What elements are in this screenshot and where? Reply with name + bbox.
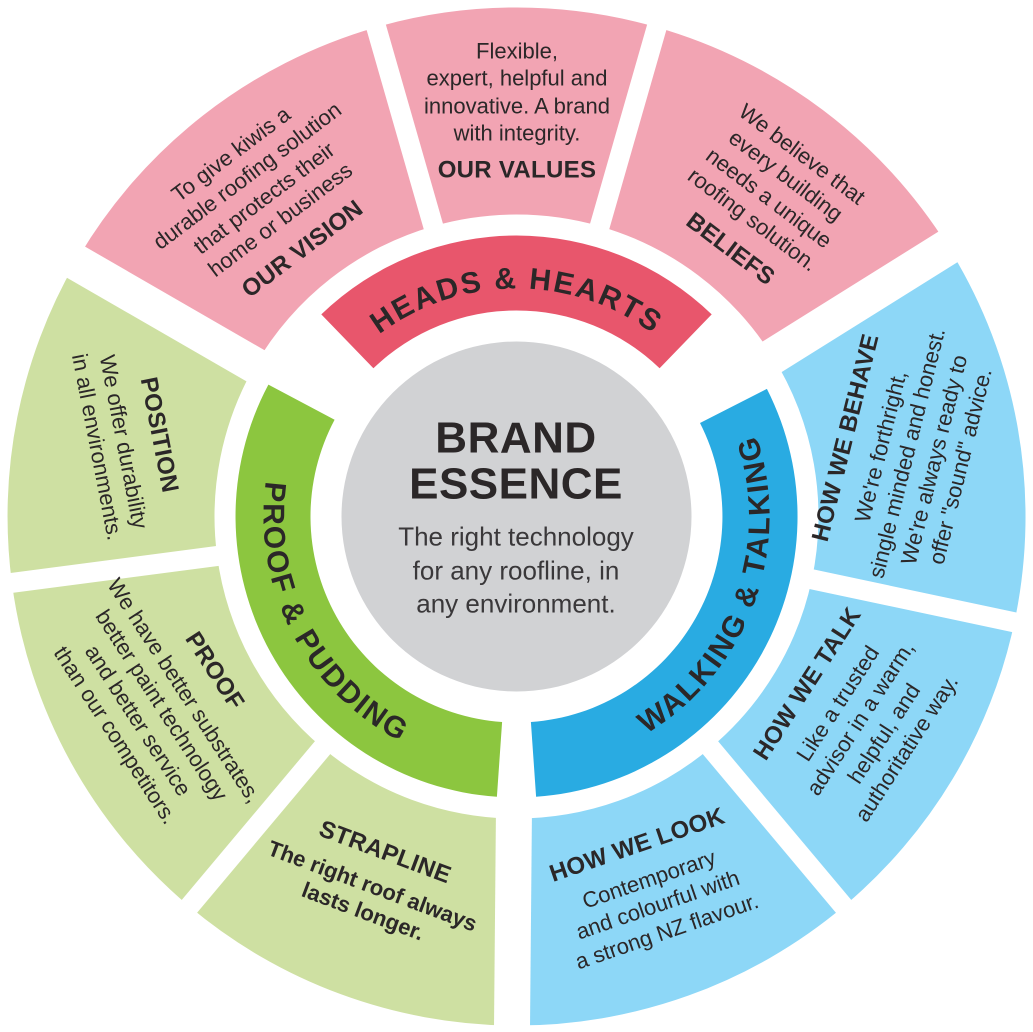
separator-line <box>35 228 275 388</box>
brand-essence-center: BRAND ESSENCE The right technology for a… <box>346 415 686 620</box>
segment-our-values-shape <box>376 7 657 227</box>
center-title: BRAND ESSENCE <box>409 413 623 509</box>
segment-proof-shape <box>11 555 323 907</box>
ring-heads-hearts-shape <box>321 235 712 369</box>
ring-proof-pudding-shape <box>235 384 503 797</box>
separator-line <box>0 544 231 595</box>
our-values-text: Flexible, expert, helpful and innovative… <box>424 38 610 146</box>
our-values-label: OUR VALUES <box>437 156 597 184</box>
segment-how-we-behave-shape <box>772 246 1026 623</box>
separator-line <box>695 732 875 941</box>
separator-line <box>493 806 532 1032</box>
segment-our-vision-shape <box>75 27 434 366</box>
separator-line <box>358 0 447 241</box>
segment-our-values: Flexible, expert, helpful and innovative… <box>347 37 687 184</box>
center-subtitle: The right technology for any roofline, i… <box>398 521 634 619</box>
separator-line <box>158 732 338 941</box>
sector-layer <box>7 7 1026 1026</box>
separator-line <box>752 212 989 379</box>
ring-walking-talking-shape <box>530 388 798 797</box>
separator-line <box>798 567 1033 637</box>
separator-line <box>586 0 675 241</box>
segment-beliefs-shape <box>599 27 949 357</box>
center-circle <box>341 341 692 692</box>
